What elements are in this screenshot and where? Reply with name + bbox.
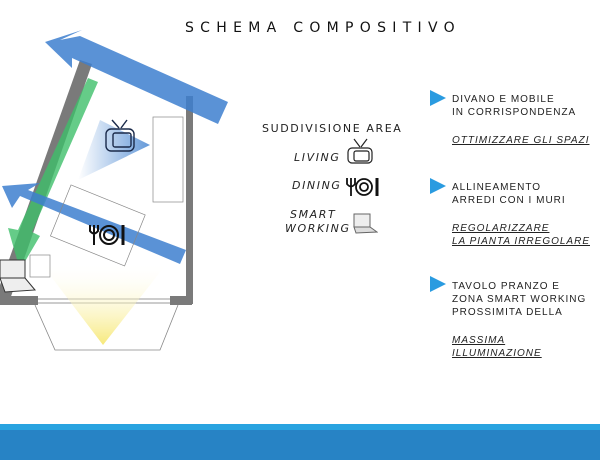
laptop-icon bbox=[353, 213, 378, 234]
note-2-goal2: LA PIANTA IRREGOLARE bbox=[452, 236, 590, 247]
note-1-goal: OTTIMIZZARE GLI SPAZI bbox=[452, 135, 590, 146]
footer-bar bbox=[0, 430, 600, 460]
note-1-line2: IN CORRISPONDENZA bbox=[452, 107, 577, 118]
legend-heading: SUDDIVISIONE AREA bbox=[262, 122, 403, 135]
dining-icon bbox=[89, 225, 125, 245]
note-2: ALLINEAMENTO ARREDI CON I MURI REGOLARIZ… bbox=[452, 181, 596, 248]
note-3-line1: TAVOLO PRANZO E bbox=[452, 281, 560, 292]
note-3: TAVOLO PRANZO E ZONA SMART WORKING PROSS… bbox=[452, 280, 596, 360]
note-1: DIVANO E MOBILE IN CORRISPONDENZA OTTIMI… bbox=[452, 93, 596, 147]
bullet-arrow-icon bbox=[430, 90, 446, 106]
laptop-icon bbox=[0, 259, 37, 293]
footer-accent-line bbox=[0, 424, 600, 430]
middle-blue-arrow bbox=[2, 183, 186, 264]
note-2-line1: ALLINEAMENTO bbox=[452, 182, 542, 193]
tv-icon bbox=[105, 119, 135, 152]
legend-living: LIVING bbox=[294, 151, 341, 164]
bullet-arrow-icon bbox=[430, 178, 446, 194]
legend-working: WORKING bbox=[285, 222, 351, 235]
note-2-line2: ARREDI CON I MURI bbox=[452, 195, 566, 206]
dining-icon bbox=[346, 178, 379, 196]
furniture bbox=[29, 116, 184, 278]
bullet-arrow-icon bbox=[430, 276, 446, 292]
light-cone bbox=[40, 262, 168, 345]
floor-plan-diagram bbox=[0, 30, 228, 351]
green-arrow bbox=[8, 78, 98, 270]
note-3-line3: PROSSIMITA DELLA bbox=[452, 307, 563, 318]
tv-view-cone bbox=[78, 120, 150, 180]
note-2-goal1: REGOLARIZZARE bbox=[452, 223, 550, 234]
note-1-line1: DIVANO E MOBILE bbox=[452, 94, 555, 105]
page-title: SCHEMA COMPOSITIVO bbox=[185, 20, 461, 36]
tv-icon bbox=[347, 138, 373, 164]
legend-smart: SMART bbox=[290, 208, 337, 221]
top-blue-arrow bbox=[45, 30, 228, 124]
note-3-line2: ZONA SMART WORKING bbox=[452, 294, 587, 305]
note-3-goal: MASSIMA ILLUMINAZIONE bbox=[452, 335, 542, 359]
legend-dining: DINING bbox=[292, 179, 342, 192]
